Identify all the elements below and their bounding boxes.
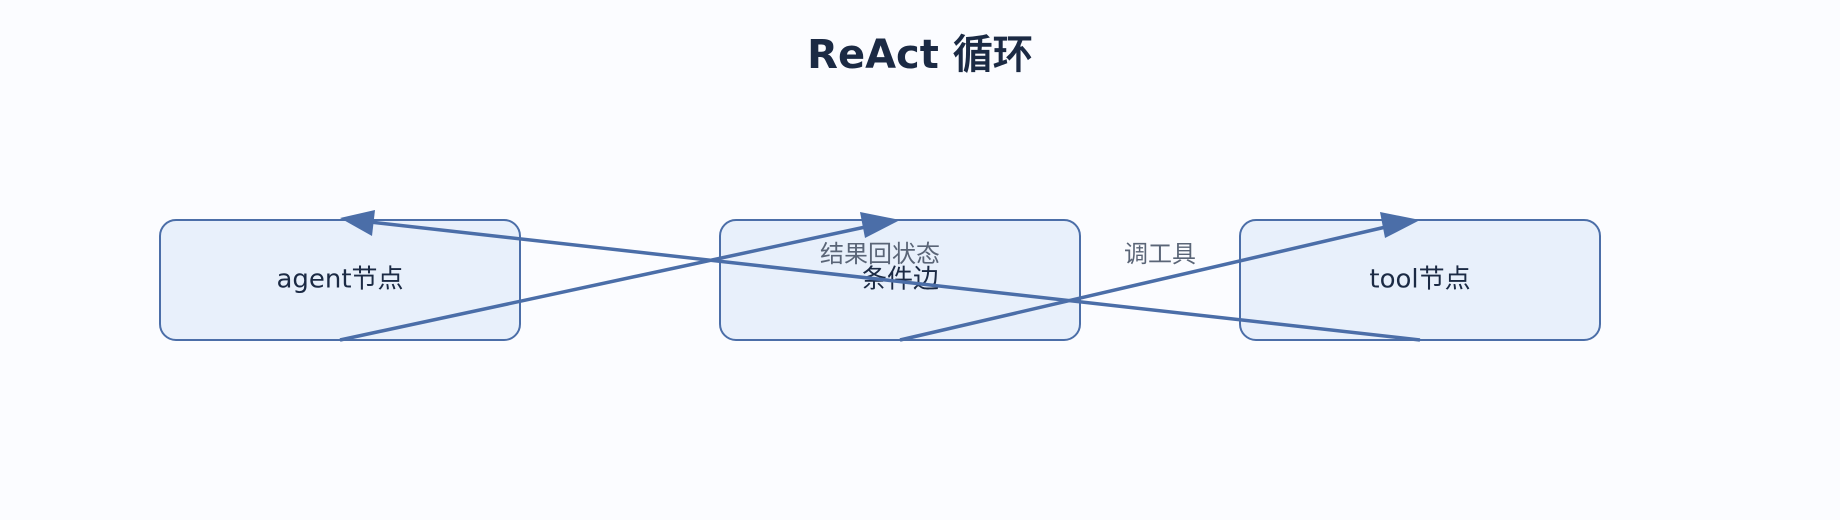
- node-tool-label: tool节点: [1369, 265, 1470, 295]
- edge-result-back-label: 结果回状态: [820, 240, 940, 268]
- edge-tool-to-agent-arrowhead: [340, 210, 375, 236]
- diagram-title: ReAct 循环: [807, 32, 1033, 78]
- node-agent: agent节点: [159, 219, 521, 341]
- edge-condition-to-tool-arrowhead: [1380, 212, 1420, 238]
- edge-agent-to-condition: [339, 212, 900, 342]
- node-agent-label: agent节点: [276, 265, 403, 295]
- edge-tool-to-agent: 结果回状态: [340, 210, 1421, 342]
- edge-condition-to-tool-line: [899, 224, 1391, 342]
- edge-tool-to-agent-line: [369, 220, 1421, 342]
- edge-agent-to-condition-line: [339, 224, 871, 342]
- edge-condition-to-tool: 调工具: [899, 212, 1420, 342]
- node-tool: tool节点: [1239, 219, 1601, 341]
- edge-agent-to-condition-arrowhead: [860, 212, 900, 238]
- edge-call-tool-label: 调工具: [1124, 240, 1196, 268]
